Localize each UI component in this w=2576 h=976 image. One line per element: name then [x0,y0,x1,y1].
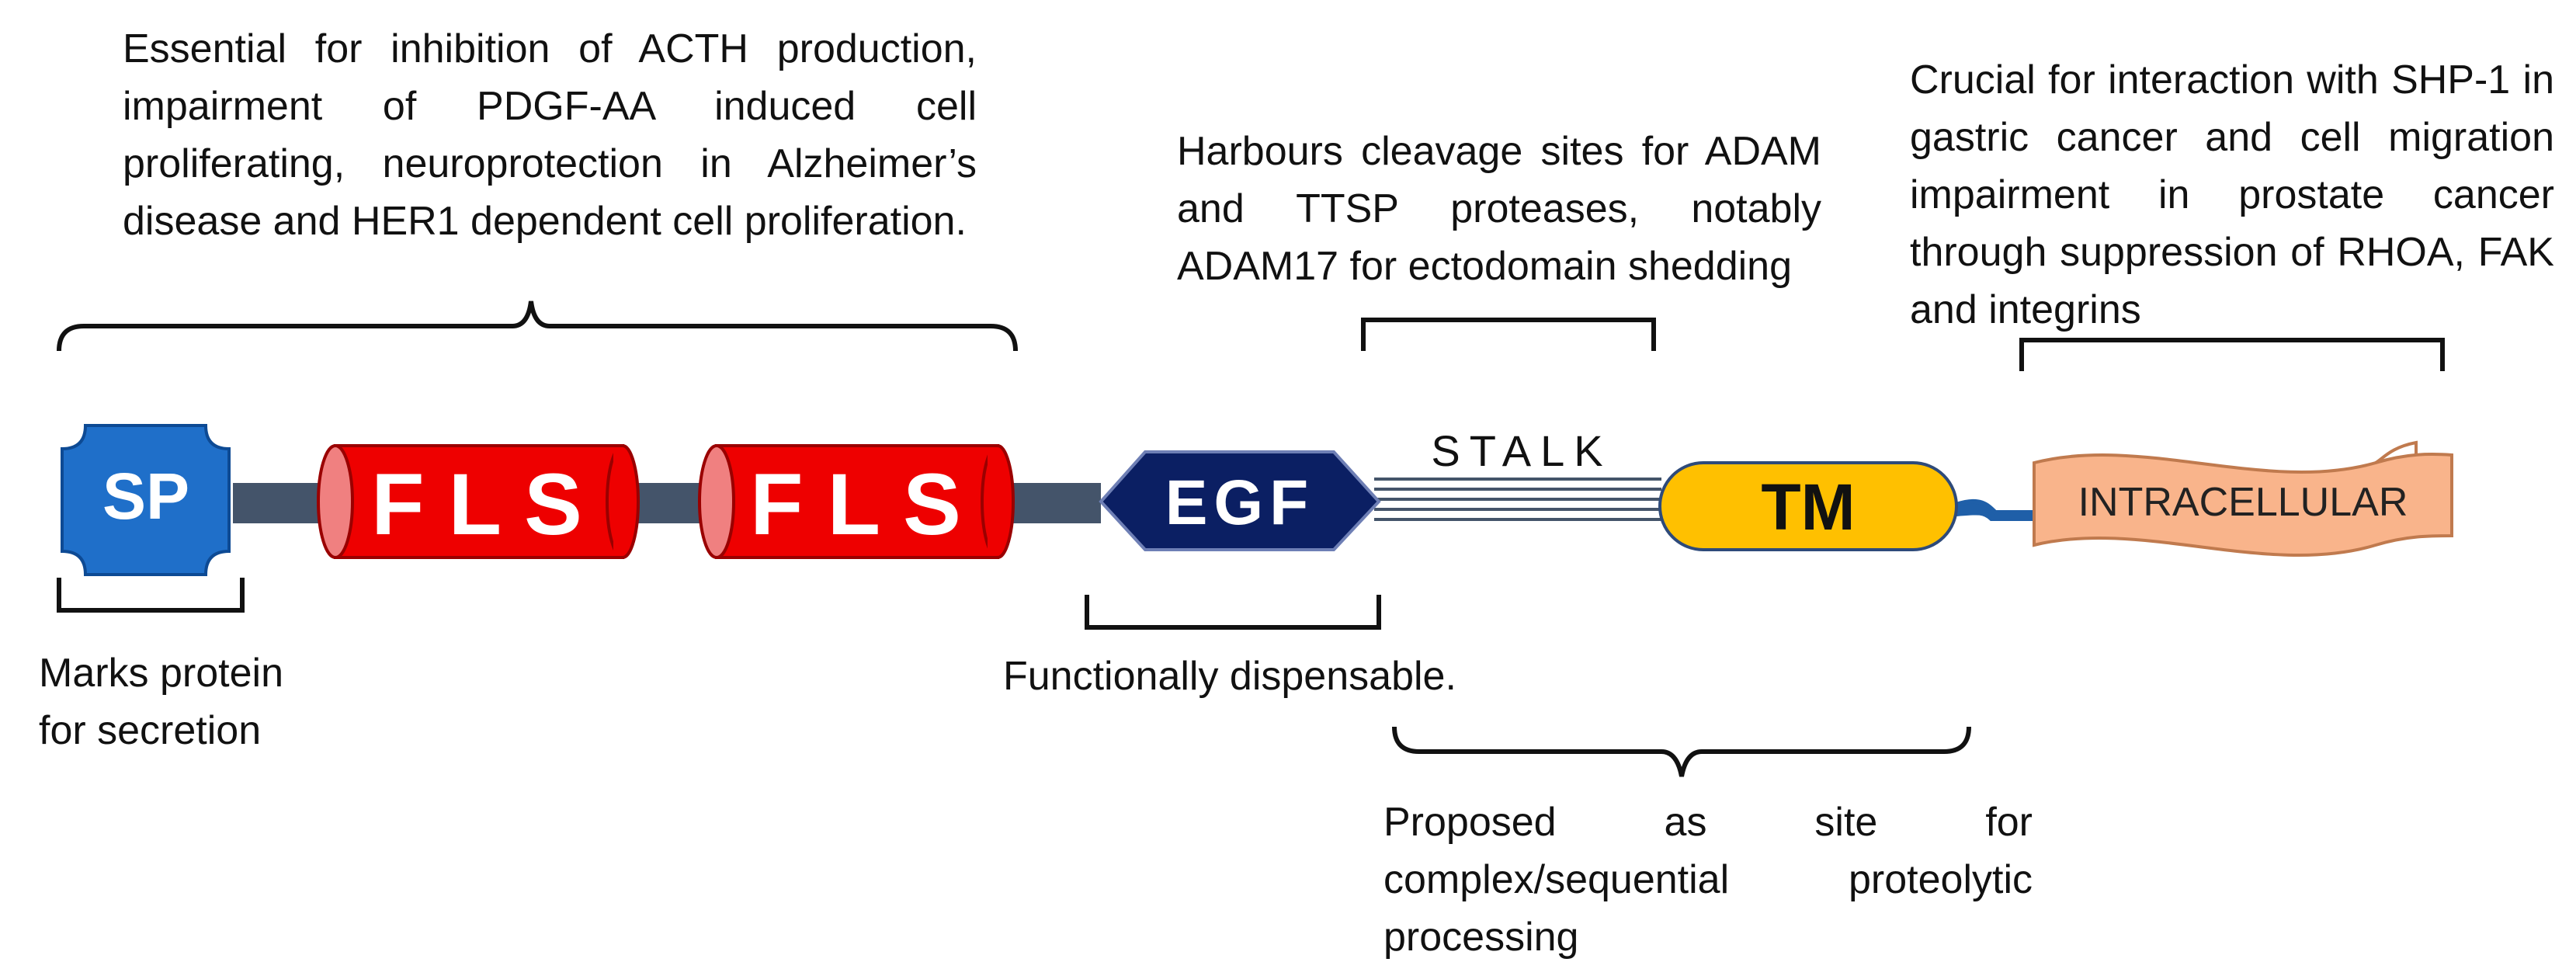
sp-annotation: Marks protein for secretion [39,651,283,753]
fls-1-label: F L S [371,456,582,553]
stalk-lines [1374,478,1661,521]
intracellular-annotation: Crucial for interaction with SHP-1 in ga… [1910,57,2554,332]
intracellular-bracket [2019,338,2445,371]
tm-label: TM [1761,471,1855,544]
sp-bracket [57,578,245,613]
sp-domain [61,424,231,576]
stalk-bracket [1361,318,1656,351]
intracellular-fold [2374,440,2418,464]
stalk-label: STALK [1431,426,1612,475]
fls-2-label: F L S [750,456,961,553]
intracellular-label: INTRACELLULAR [2078,480,2408,525]
sp-label: SP [102,460,189,533]
stalk-annotation: Harbours cleavage sites for ADAM and TTS… [1177,129,1821,289]
tm-domain [1658,461,1958,551]
fls-domain-2 [698,444,1015,559]
fls-brace [57,300,1018,352]
intracellular-domain [2033,453,2453,557]
egf-annotation: Functionally dispensable. [1003,654,1456,699]
tm-region-annotation: Proposed as site for complex/sequential … [1383,800,2033,960]
fls-domain-1 [317,444,640,559]
egf-domain [1099,450,1381,551]
egf-bracket [1085,595,1381,630]
fls-annotation: Essential for inhibition of ACTH product… [123,26,977,244]
tm-region-brace [1392,726,1971,777]
egf-label: EGF [1165,467,1315,538]
tm-intracellular-linker [1954,498,2036,521]
linker-fls2-egf [1000,483,1101,523]
